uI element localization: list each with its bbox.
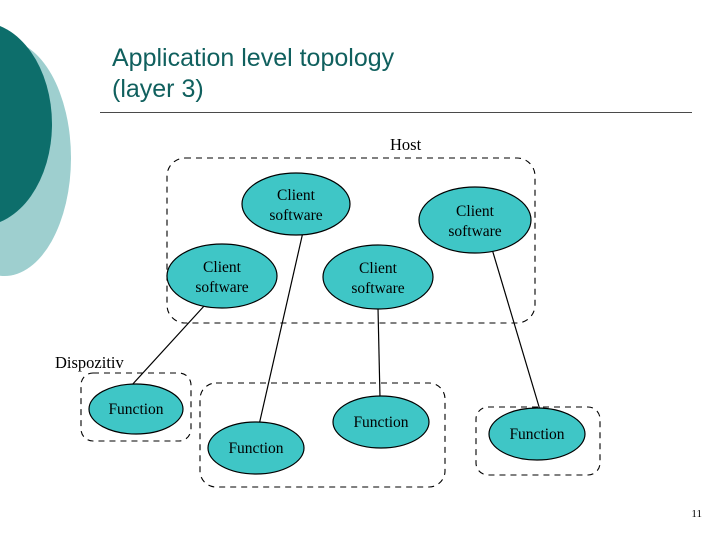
- node-ellipse-client-2: [418, 186, 532, 254]
- node-ellipse-function-4: [488, 407, 586, 461]
- node-function-4[interactable]: Function: [488, 407, 586, 461]
- group-boxes-layer: [80, 157, 601, 488]
- node-ellipse-function-2: [207, 421, 305, 475]
- edges-layer: [130, 231, 541, 426]
- group-box-dispozitiv-3: [475, 406, 601, 476]
- node-client-4[interactable]: Client software: [322, 244, 434, 310]
- page-title: Application level topology (layer 3): [112, 44, 395, 103]
- edge-client4-function3: [377, 307, 381, 399]
- group-label-dispozitiv-1: Dispozitiv: [55, 353, 124, 372]
- node-label-client-3: Client: [203, 259, 242, 276]
- group-box-dispozitiv-1: [80, 372, 192, 442]
- node-label-function-1: Function: [108, 401, 163, 418]
- title-divider: [100, 112, 692, 113]
- edge-client2-function4: [491, 248, 541, 411]
- node-label-client-4: Client: [359, 260, 398, 277]
- node-label-function-4: Function: [509, 426, 564, 443]
- node-function-1[interactable]: Function: [88, 383, 184, 435]
- node-label-function-2: Function: [228, 440, 283, 457]
- node-ellipse-function-3: [332, 395, 430, 449]
- page-number: 11: [691, 508, 702, 520]
- node-client-1[interactable]: Client software: [241, 172, 351, 236]
- node-label-client-2: Client: [456, 203, 495, 220]
- edge-client3-function1: [130, 304, 206, 387]
- node-client-2[interactable]: Client software: [418, 186, 532, 254]
- node-label2-client-3: software: [195, 279, 248, 296]
- node-ellipse-client-4: [322, 244, 434, 310]
- group-box-dispozitiv-2: [199, 382, 446, 488]
- node-label-client-1: Client: [277, 187, 316, 204]
- node-client-3[interactable]: Client software: [166, 243, 278, 309]
- node-function-3[interactable]: Function: [332, 395, 430, 449]
- group-label-host: Host: [390, 135, 422, 154]
- node-ellipse-function-1: [88, 383, 184, 435]
- node-label2-client-4: software: [351, 280, 404, 297]
- node-ellipse-client-1: [241, 172, 351, 236]
- node-ellipse-client-3: [166, 243, 278, 309]
- node-label-function-3: Function: [353, 414, 408, 431]
- group-box-host: [166, 157, 536, 324]
- node-function-2[interactable]: Function: [207, 421, 305, 475]
- node-label2-client-2: software: [448, 223, 501, 240]
- node-label2-client-1: software: [269, 207, 322, 224]
- edge-client1-function2: [258, 231, 304, 426]
